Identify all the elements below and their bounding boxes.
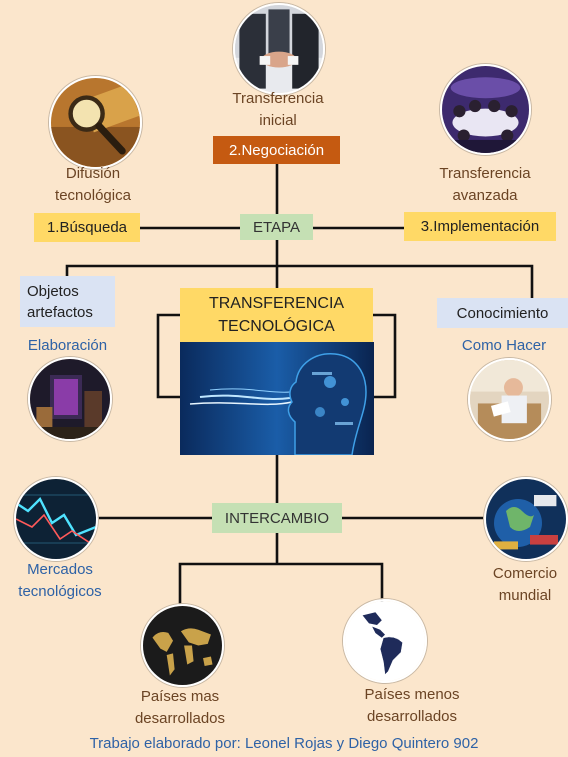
como-hacer-label: Como Hacer: [461, 337, 547, 354]
etapa-box: ETAPA: [240, 214, 313, 240]
world-trade-image: [484, 477, 568, 561]
paises-menos-label: Países menos desarrollados: [364, 686, 460, 725]
ai-head-image: [180, 342, 374, 455]
objetos-box: Objetos artefactos: [20, 276, 115, 327]
mercados-label: Mercados tecnológicos: [18, 561, 102, 600]
conocimiento-box: Conocimiento: [437, 298, 568, 328]
paises-mas-label: Países mas desarrollados: [134, 688, 226, 727]
elaboracion-label: Elaboración: [27, 337, 108, 354]
busqueda-box: 1.Búsqueda: [34, 213, 140, 242]
implementacion-box: 3.Implementación: [404, 212, 556, 241]
objetos-label: Objetos artefactos: [27, 282, 93, 321]
dark-world-map-image: [141, 604, 224, 687]
center-title-box: TRANSFERENCIA TECNOLÓGICA: [180, 288, 373, 342]
difusion-label: Difusión tecnológica: [55, 165, 131, 204]
elaboracion-image: [28, 357, 112, 441]
center-title: TRANSFERENCIA TECNOLÓGICA: [208, 295, 345, 335]
credit-text: Trabajo elaborado por: Leonel Rojas y Di…: [89, 735, 479, 752]
negociacion-box: 2.Negociación: [213, 136, 340, 164]
magnifier-image: [49, 76, 142, 169]
handshake-image: [233, 3, 325, 95]
comercio-label: Comercio mundial: [492, 565, 558, 604]
transferencia-avanzada-label: Transferencia avanzada: [439, 165, 531, 204]
market-chart-image: [14, 477, 98, 561]
reading-man-image: [468, 358, 551, 441]
intercambio-box: INTERCAMBIO: [212, 503, 342, 533]
meeting-image: [440, 64, 531, 155]
latin-america-map-image: [343, 599, 427, 683]
transferencia-inicial-label: Transferencia inicial: [232, 90, 324, 129]
